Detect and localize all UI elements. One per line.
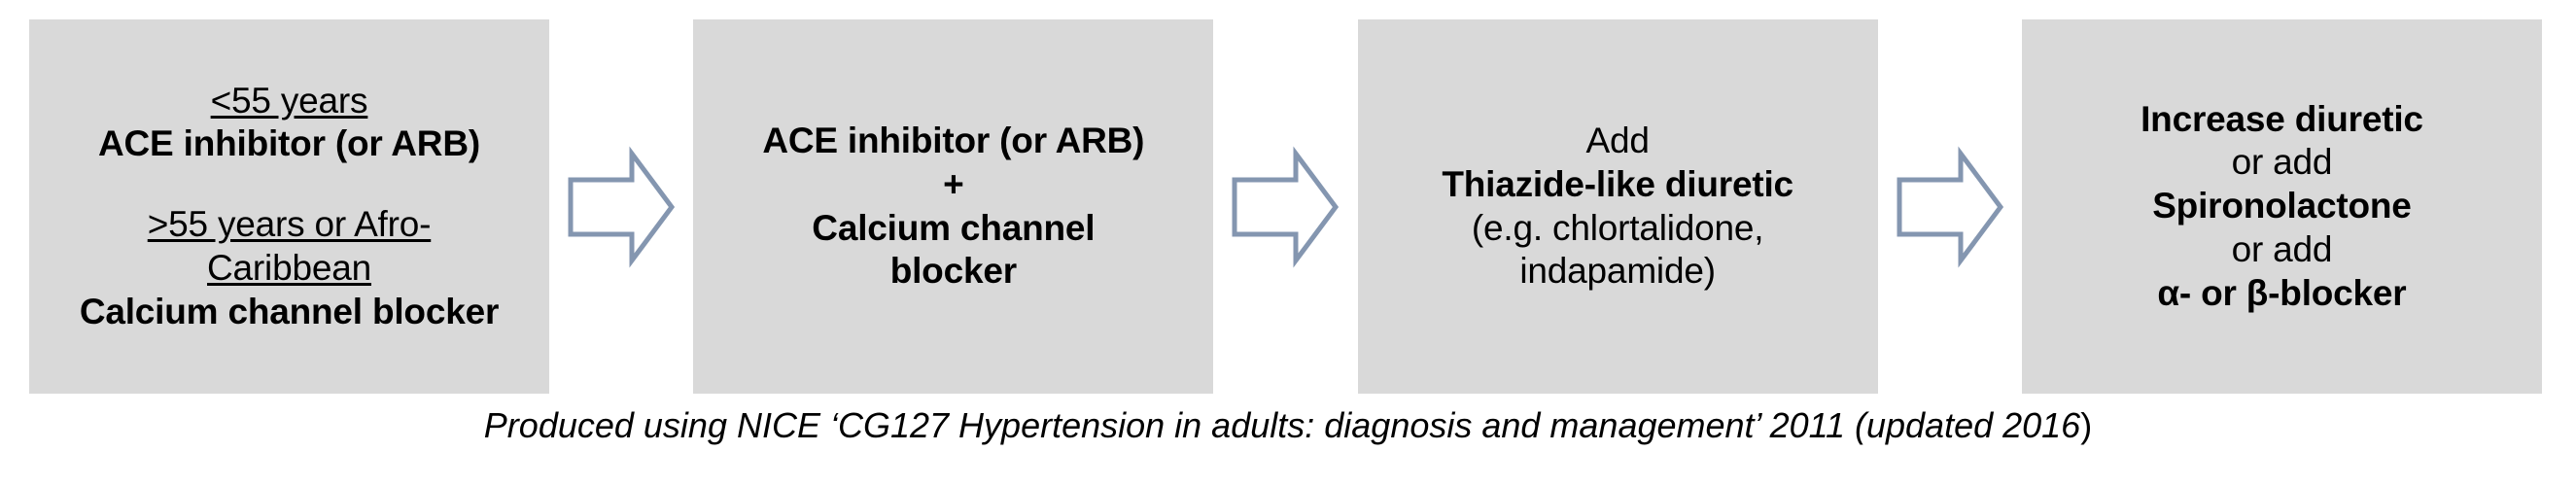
step4-line-4: or add [2231,228,2333,269]
caption-main: Produced using NICE ‘CG127 Hypertension … [483,405,1866,445]
step3-line-1: Add [1585,120,1650,160]
step1-line-5: Caribbean [207,247,371,288]
caption-update: updated 2016 [1865,405,2081,445]
step-box-initial-therapy: <55 years ACE inhibitor (or ARB) >55 yea… [29,19,549,394]
step2-line-4: blocker [889,251,1017,292]
step3-line-4: indapamide) [1519,251,1716,292]
step4-line-1: Increase diuretic [2141,98,2423,139]
step4-line-5: α- or β-blocker [2157,272,2407,313]
source-caption: Produced using NICE ‘CG127 Hypertension … [0,403,2576,447]
right-arrow-icon [568,145,676,268]
step1-line-6: Calcium channel blocker [79,291,500,331]
step2-line-3: Calcium channel [812,207,1096,248]
arrow-step2-to-step3 [1217,19,1353,394]
step4-line-2: or add [2231,142,2333,183]
step2-line-1: ACE inhibitor (or ARB) [762,120,1145,160]
step3-line-3: (e.g. chlortalidone, [1471,207,1764,248]
arrow-step3-to-step4 [1882,19,2018,394]
step3-line-2: Thiazide-like diuretic [1442,163,1793,204]
step1-line-1: <55 years [210,80,368,121]
arrow-step1-to-step2 [553,19,689,394]
step1-line-2: ACE inhibitor (or ARB) [98,123,480,164]
step-box-triple-therapy: Add Thiazide-like diuretic (e.g. chlorta… [1357,19,1878,394]
step-box-resistant-hypertension: Increase diuretic or add Spironolactone … [2021,19,2542,394]
step1-line-4: >55 years or Afro- [147,204,432,245]
right-arrow-icon [1232,145,1340,268]
step2-line-2: + [943,163,964,204]
treatment-step-flow: <55 years ACE inhibitor (or ARB) >55 yea… [29,19,2542,394]
step-box-dual-therapy: ACE inhibitor (or ARB) + Calcium channel… [693,19,1214,394]
step4-line-3: Spironolactone [2152,186,2412,226]
caption-close-paren: ) [2080,405,2093,445]
right-arrow-icon [1897,145,2003,268]
